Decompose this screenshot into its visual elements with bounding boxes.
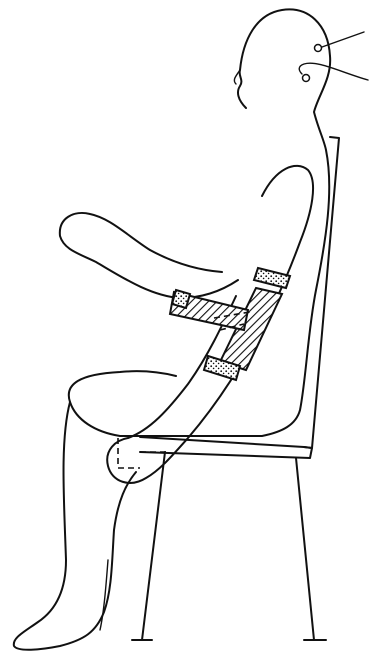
face-nose bbox=[234, 70, 240, 84]
chair-backrest bbox=[304, 137, 339, 448]
leg-inner-line bbox=[100, 560, 108, 630]
electrode-wire-1 bbox=[322, 32, 364, 47]
chair-seat bbox=[140, 437, 312, 458]
person bbox=[14, 9, 368, 649]
chair-front-leg bbox=[142, 452, 165, 640]
forearm-outline bbox=[60, 213, 238, 298]
electrode-1 bbox=[315, 45, 322, 52]
main-hatched-bar bbox=[220, 288, 282, 370]
forearm-pad bbox=[172, 290, 190, 308]
upper-pad bbox=[254, 268, 290, 288]
head-and-torso-outline bbox=[69, 9, 330, 436]
chair bbox=[132, 137, 339, 640]
chair-rear-leg bbox=[296, 458, 314, 640]
electrode-2 bbox=[303, 75, 310, 82]
